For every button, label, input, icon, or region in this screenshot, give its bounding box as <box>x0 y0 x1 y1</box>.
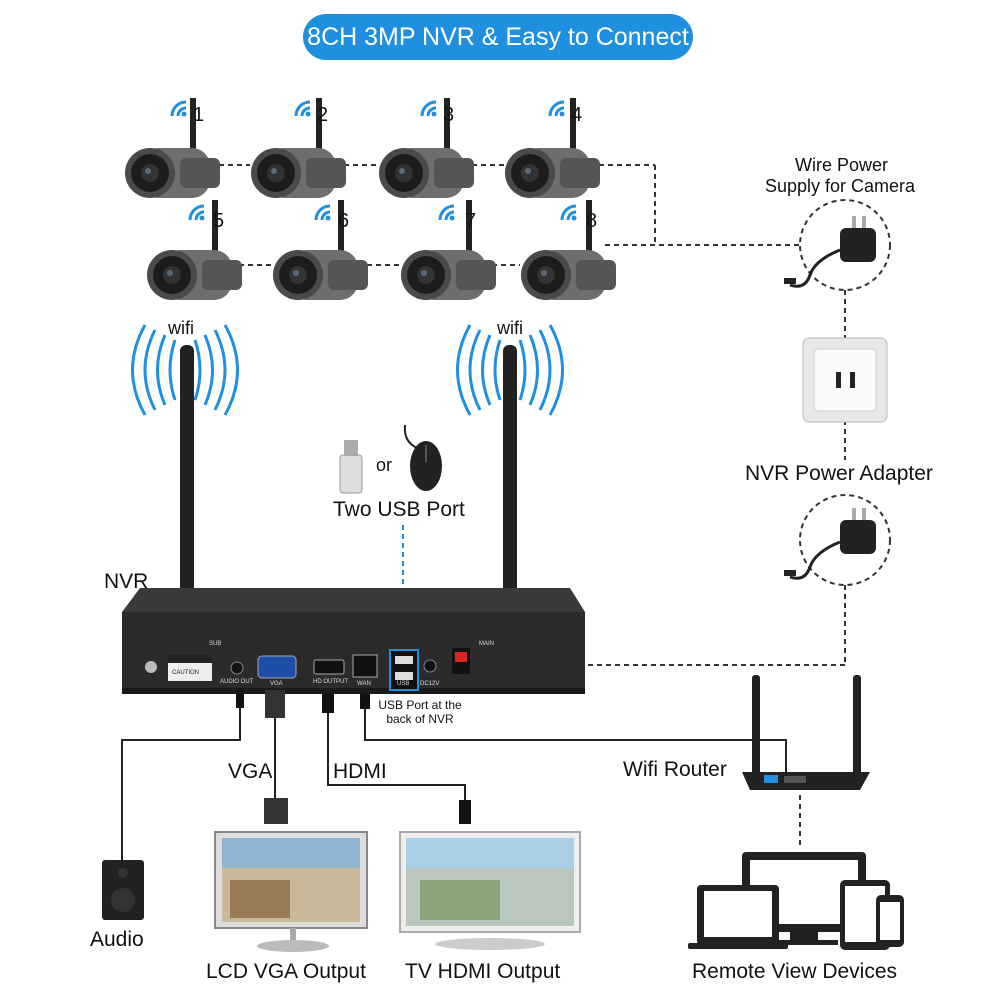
wifi-signal-left-icon <box>131 324 239 416</box>
wifi-router-label: Wifi Router <box>623 758 727 781</box>
caution-label: CAUTION <box>172 670 199 676</box>
camera-2-number: 2 <box>317 104 329 126</box>
camera-8-number: 8 <box>586 210 598 232</box>
hd-output-port-label: HD OUTPUT <box>313 679 348 685</box>
usb-or-label: or <box>376 455 393 475</box>
camera-1-number: 1 <box>193 104 205 126</box>
hdmi-label: HDMI <box>333 760 387 783</box>
camera-7 <box>401 200 496 300</box>
title-text: 8CH 3MP NVR & Easy to Connect <box>307 23 689 51</box>
camera-6-number: 6 <box>338 210 350 232</box>
wifi-router-icon <box>742 675 870 790</box>
hdmi-connector-icon <box>322 693 471 824</box>
usb-drive-icon <box>339 440 363 494</box>
title-banner: 8CH 3MP NVR & Easy to Connect <box>303 14 693 60</box>
usb-port-label: USB <box>397 681 410 687</box>
lcd-monitor-icon <box>214 831 368 952</box>
audio-connector-icon <box>236 690 244 708</box>
wifi-signal-right-icon <box>456 324 564 416</box>
camera-2 <box>251 98 346 198</box>
nvr-antenna-left <box>180 345 194 655</box>
nvr-power-adapter-label: NVR Power Adapter <box>745 462 933 485</box>
camera-7-number: 7 <box>465 210 477 232</box>
remote-view-devices-label: Remote View Devices <box>692 960 898 983</box>
tv-hdmi-output-label: TV HDMI Output <box>405 960 561 983</box>
supply-for-camera-label: Supply for Camera <box>765 176 916 196</box>
main-antenna-label: MAIN <box>479 641 494 647</box>
tv-icon <box>399 831 581 950</box>
camera-4 <box>505 98 600 198</box>
camera-5-number: 5 <box>213 210 225 232</box>
wire-power-label: Wire Power <box>795 155 889 175</box>
wan-port-label: WAN <box>357 681 371 687</box>
lcd-vga-output-label: LCD VGA Output <box>206 960 366 983</box>
wall-socket-icon <box>802 337 888 423</box>
camera-8 <box>521 200 616 300</box>
lan-connector-icon <box>360 693 370 709</box>
nvr-cables <box>121 700 787 860</box>
nvr-label: NVR <box>104 570 149 593</box>
audio-out-port-label: AUDIO OUT <box>220 679 254 685</box>
dc12v-port-label: DC12V <box>420 681 440 687</box>
camera-3-number: 3 <box>443 104 455 126</box>
nvr-device <box>122 588 585 694</box>
usb-port-back-label: USB Port at the back of NVR <box>378 698 462 726</box>
nvr-antenna-right <box>503 345 517 655</box>
remote-devices-icon <box>688 852 904 950</box>
vga-connector-icon <box>264 690 288 824</box>
speaker-icon <box>102 860 144 920</box>
camera-4-number: 4 <box>571 104 583 126</box>
camera-power-lines <box>210 164 846 845</box>
camera-3 <box>379 98 474 198</box>
sub-antenna-label: SUB <box>209 641 222 647</box>
mouse-icon <box>403 424 442 491</box>
camera-5 <box>147 200 242 300</box>
vga-label: VGA <box>228 760 273 783</box>
two-usb-port-label: Two USB Port <box>333 498 465 521</box>
wifi-right-label: wifi <box>497 318 523 338</box>
audio-label: Audio <box>90 928 144 951</box>
camera-1 <box>125 98 220 198</box>
wifi-left-label: wifi <box>168 318 194 338</box>
camera-6 <box>273 200 368 300</box>
vga-port-label: VGA <box>270 681 283 687</box>
